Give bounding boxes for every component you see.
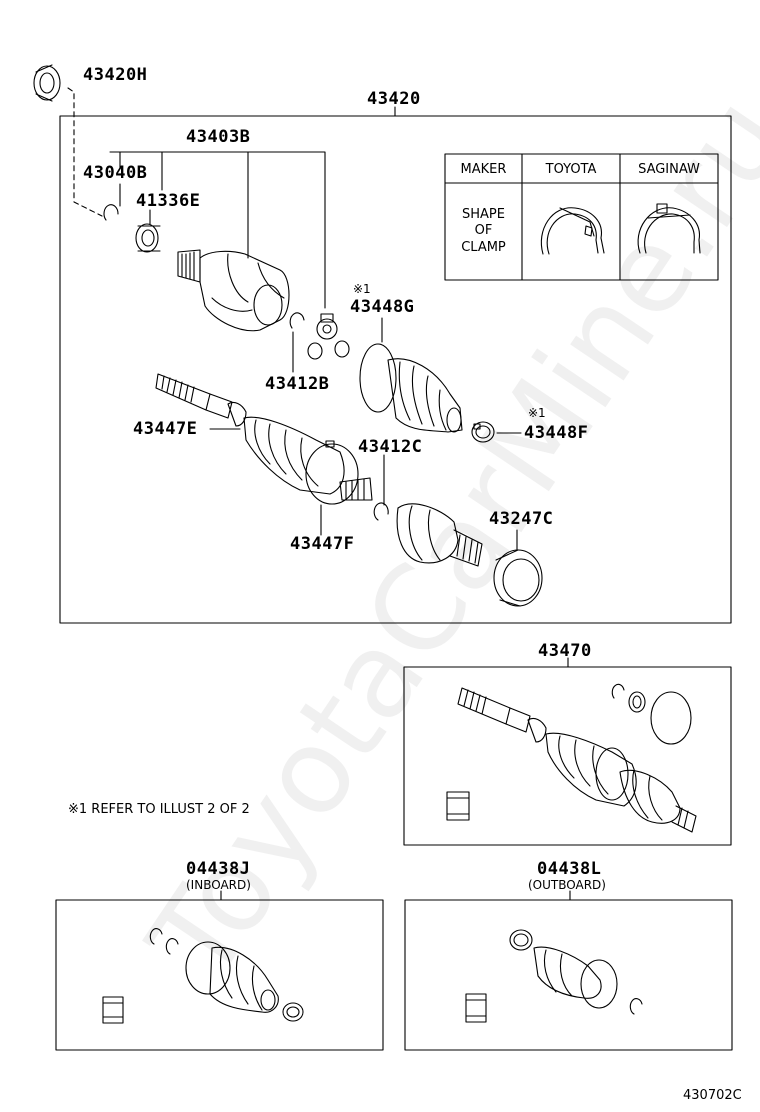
assembly-frame-43470: [403, 666, 732, 846]
snap-ring-43412C: [373, 502, 389, 521]
label-outboard: (OUTBOARD): [528, 878, 606, 892]
label-43448F: 43448F: [524, 423, 589, 443]
table-row-label: SHAPE OF CLAMP: [461, 207, 506, 255]
saginaw-clamp-icon: [637, 207, 701, 254]
label-43040B: 43040B: [83, 163, 148, 183]
outboard-boot-kit-04438L: [465, 929, 643, 1023]
snap-ring-43412B: [289, 312, 305, 329]
label-43403B: 43403B: [186, 127, 251, 147]
label-41336E: 41336E: [136, 191, 201, 211]
boot-clamp-43448F: [471, 421, 495, 443]
label-43470: 43470: [538, 641, 592, 661]
bearing-41336E: [135, 223, 161, 253]
inboard-boot: [387, 358, 463, 433]
label-43447E: 43447E: [133, 419, 198, 439]
table-header-maker: MAKER: [460, 162, 507, 177]
boot-band-43447F: [305, 443, 359, 505]
label-04438L: 04438L: [537, 859, 602, 879]
kit-frame-04438L: [404, 899, 733, 1051]
clamp-table: [444, 153, 719, 281]
boot-band-43448G: [359, 343, 397, 413]
inboard-boot-kit-04438J: [102, 928, 304, 1024]
outboard-boot: [243, 416, 373, 505]
inboard-joint-housing: [177, 249, 290, 332]
grease-tube-43470: [446, 791, 470, 821]
oil-seal-43420H: [33, 64, 61, 102]
bearing-43470: [628, 691, 646, 713]
kit-frame-04438J: [55, 899, 384, 1051]
label-43247C: 43247C: [489, 509, 554, 529]
label-inboard: (INBOARD): [186, 878, 251, 892]
label-04438J: 04438J: [186, 859, 251, 879]
abs-ring-43247C: [493, 549, 543, 607]
table-header-saginaw: SAGINAW: [638, 162, 700, 177]
label-43412B: 43412B: [265, 374, 330, 394]
drive-shaft: [155, 373, 247, 427]
label-43420H: 43420H: [83, 65, 148, 85]
leader-lines: [67, 87, 571, 901]
toyota-clamp-icon: [540, 207, 605, 255]
snap-ring-43040B: [103, 204, 119, 221]
label-43412C: 43412C: [358, 437, 423, 457]
table-header-toyota: TOYOTA: [545, 162, 597, 177]
ref-mark-43448F: ※1: [528, 406, 546, 420]
outboard-joint: [396, 503, 483, 567]
snap-ring-43470-a: [611, 683, 625, 699]
ref-mark-43448G: ※1: [353, 282, 371, 296]
figure-id: 430702C: [683, 1088, 742, 1103]
label-43420: 43420: [367, 89, 421, 109]
label-43447F: 43447F: [290, 534, 355, 554]
tripod-joint: [307, 313, 350, 360]
reference-note: ※1 REFER TO ILLUST 2 OF 2: [68, 802, 250, 817]
label-43448G: 43448G: [350, 297, 415, 317]
boot-band-43470: [650, 691, 692, 745]
drive-shaft-assembly-43470: [457, 687, 697, 833]
